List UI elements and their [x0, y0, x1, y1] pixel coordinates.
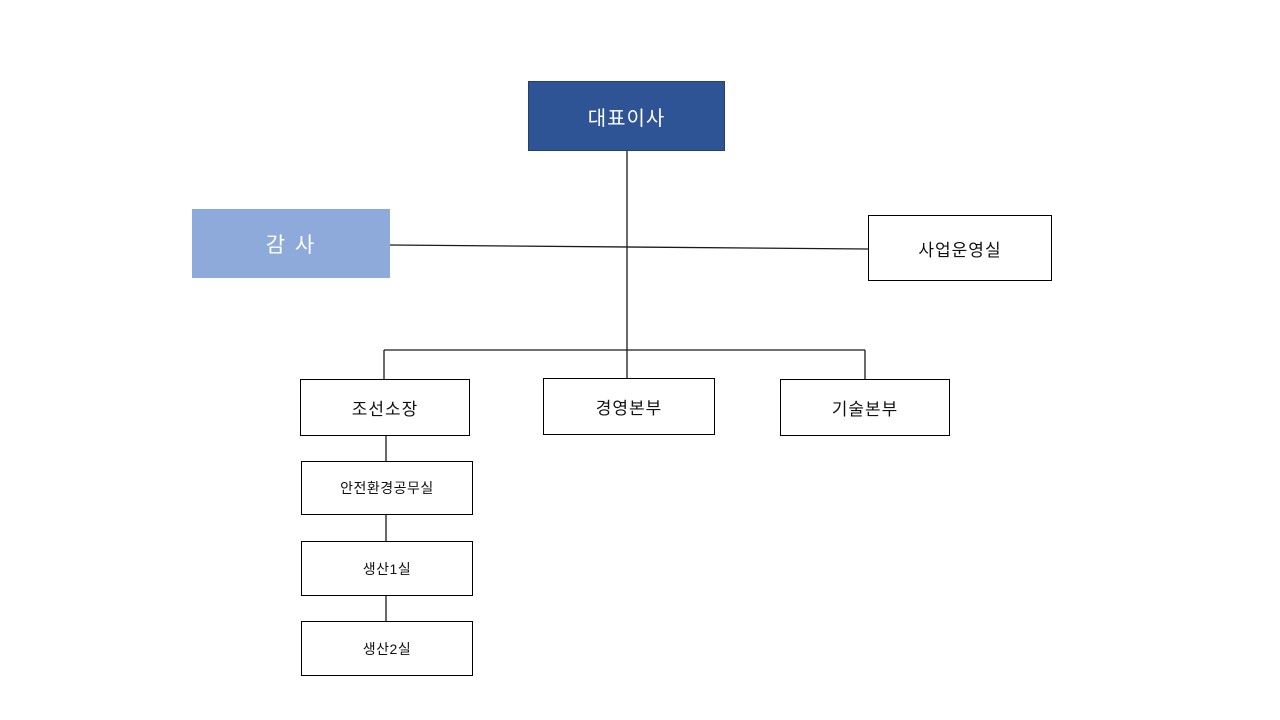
node-shipyard-director: 조선소장: [300, 379, 470, 436]
node-auditor: 감 사: [192, 209, 390, 278]
node-ceo: 대표이사: [528, 81, 725, 151]
node-management-hq: 경영본부: [543, 378, 715, 435]
node-safety-environment-engineering: 안전환경공무실: [301, 461, 473, 515]
node-production-office-1: 생산1실: [301, 541, 473, 596]
node-business-operations: 사업운영실: [868, 215, 1052, 281]
node-technology-hq: 기술본부: [780, 379, 950, 436]
connector-auditor-horizontal: [389, 244, 869, 250]
node-production-office-2: 생산2실: [301, 621, 473, 676]
